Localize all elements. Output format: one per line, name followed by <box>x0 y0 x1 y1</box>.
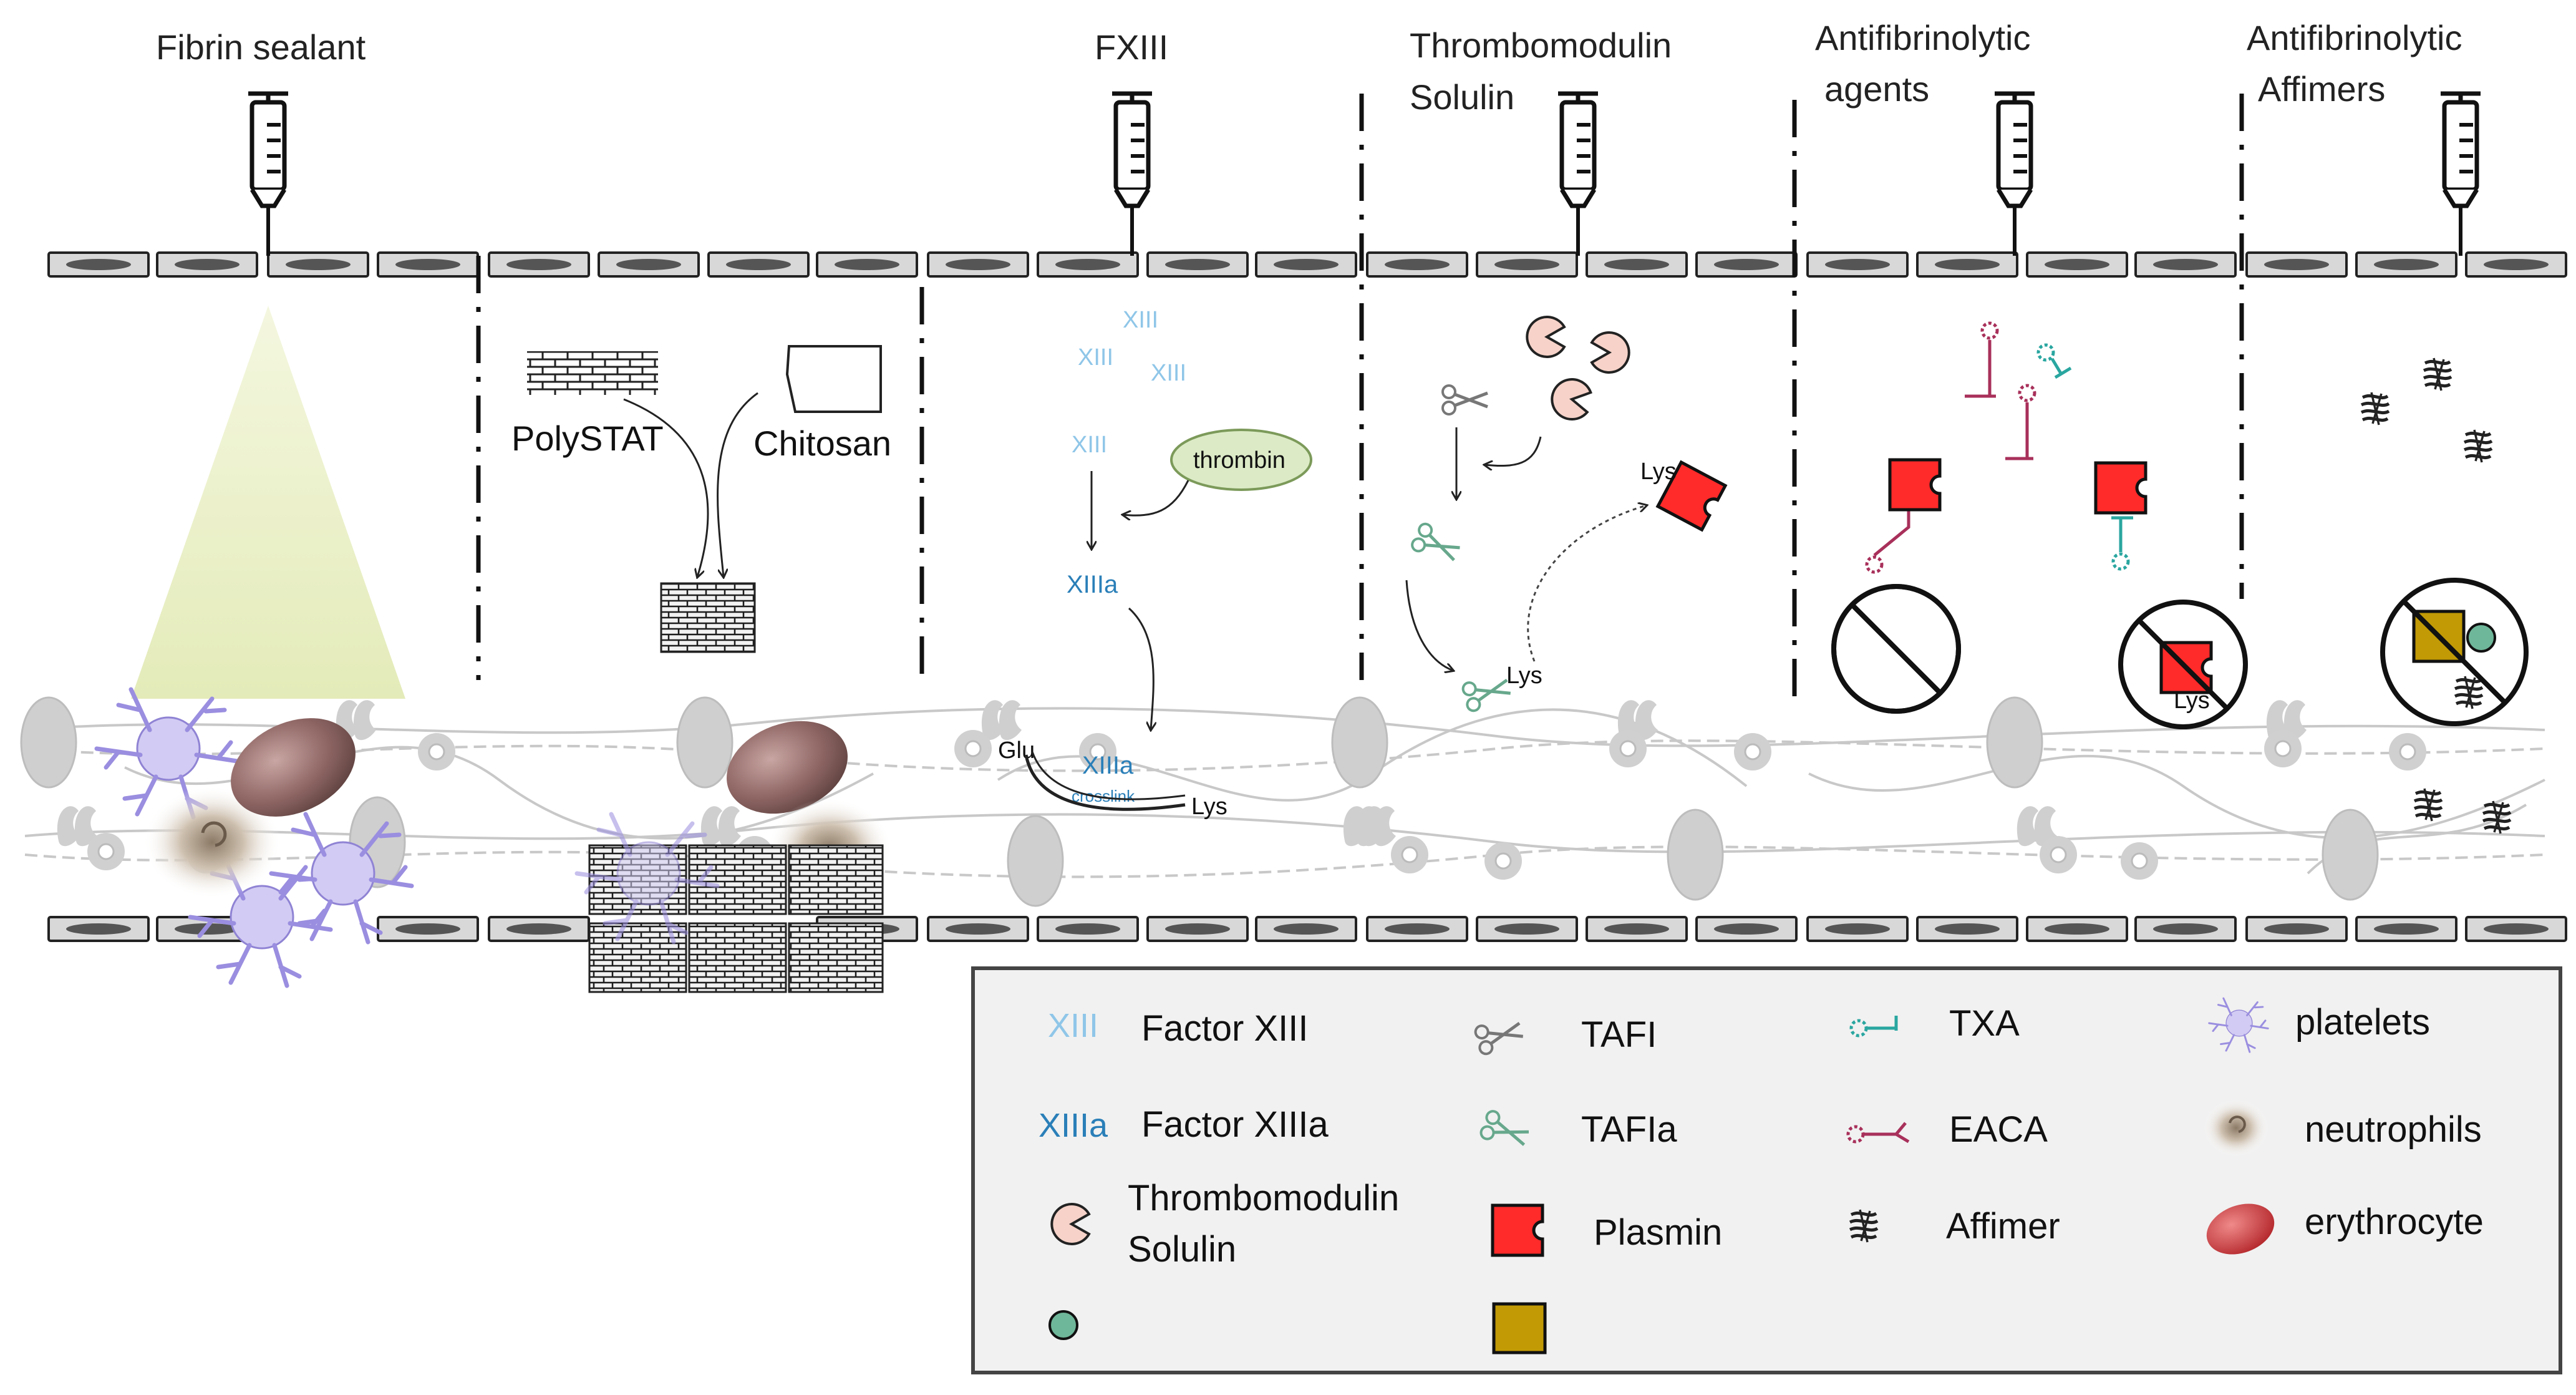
legend-box <box>971 966 2562 1374</box>
bottom-endothelium <box>47 916 2567 942</box>
green-circle-icon <box>1048 1310 1078 1340</box>
top-endothelium <box>47 251 2567 278</box>
legend-label-thrombomodulin: Thrombomodulin <box>1128 1178 1399 1218</box>
polystat-label: PolySTAT <box>511 419 664 458</box>
polystat-icon <box>527 351 658 395</box>
panel-title: Fibrin sealant <box>156 27 366 67</box>
panel-title: Affimers <box>2258 69 2385 109</box>
chitosan-icon <box>785 345 882 413</box>
xiii-label: XIII <box>1072 432 1107 458</box>
legend-symbol-xiiia: XIIIa <box>1039 1107 1108 1144</box>
gold-square-icon <box>1492 1302 1547 1354</box>
syringe-icon <box>2441 94 2481 256</box>
xiii-label: XIII <box>1078 344 1113 371</box>
thrombin-label: thrombin <box>1193 447 1286 474</box>
prohibition-icon: Lys <box>2161 643 2211 714</box>
lys-label: Lys <box>1191 794 1227 820</box>
scissors-icon <box>1410 522 1463 567</box>
legend-label-solulin: Solulin <box>1128 1229 1236 1270</box>
panel-title: Thrombomodulin <box>1410 26 1672 65</box>
legend-label-erythrocyte: erythrocyte <box>2305 1202 2484 1242</box>
brick-patch-icon <box>660 582 756 653</box>
plasmin-icon <box>1493 1205 1542 1255</box>
legend-label-platelets: platelets <box>2295 1002 2430 1043</box>
panel-title: Solulin <box>1410 77 1514 117</box>
legend-label-neutrophils: neutrophils <box>2305 1109 2482 1150</box>
syringe-icon <box>1558 94 1598 256</box>
thrombomodulin-icon <box>1526 316 1630 424</box>
erythrocyte-icon <box>231 718 356 817</box>
thrombin-ellipse <box>1170 429 1312 491</box>
prohibition-icon <box>2380 578 2529 726</box>
lys-label: Lys <box>1506 663 1542 689</box>
legend-label-txa: TXA <box>1949 1003 2020 1044</box>
txa-icon <box>1849 1016 1898 1038</box>
lys-label: Lys <box>2174 688 2210 714</box>
chitosan-label: Chitosan <box>753 424 891 463</box>
legend-label-eaca: EACA <box>1949 1109 2048 1150</box>
lys-label: Lys <box>1640 459 1677 485</box>
erythrocyte-icon <box>2206 1203 2275 1255</box>
legend-label-affimer: Affimer <box>1946 1206 2060 1247</box>
legend-label-factor-xiiia: Factor XIIIa <box>1141 1104 1329 1145</box>
crosslink-label: crosslink <box>1072 787 1135 805</box>
xiii-label: XIII <box>1151 360 1186 386</box>
legend-label-tafi: TAFI <box>1581 1014 1657 1055</box>
xiiia-label: XIIIa <box>1082 752 1134 779</box>
scissors-icon <box>1461 673 1512 712</box>
neutrophil-icon <box>143 786 281 898</box>
panel-title: Antifibrinolytic <box>2247 18 2462 57</box>
legend-label-plasmin: Plasmin <box>1594 1212 1722 1253</box>
syringe-icon <box>1112 94 1152 256</box>
panel-title: agents <box>1824 69 1929 109</box>
legend-label-tafia: TAFIa <box>1581 1109 1677 1150</box>
eaca-icon <box>1865 321 2036 574</box>
glu-label: Glu <box>998 737 1035 764</box>
syringe-icon <box>1995 94 2035 256</box>
legend-label-factor-xiii: Factor XIII <box>1141 1008 1309 1049</box>
neutrophil-icon <box>2204 1099 2269 1157</box>
separators <box>476 94 2244 699</box>
plasmin-icon <box>2096 463 2146 513</box>
panel-title: Antifibrinolytic <box>1815 18 2030 57</box>
scissors-icon <box>1443 386 1488 414</box>
xiiia-label: XIIIa <box>1067 571 1118 598</box>
erythrocyte-icon <box>727 721 848 814</box>
brick-patch-icon <box>588 844 884 993</box>
prohibition-icon: Lys <box>1834 586 1959 711</box>
panel-title: FXIII <box>1095 27 1168 67</box>
syringe-icon <box>248 94 288 256</box>
plasmin-icon <box>1890 460 1940 510</box>
xiii-label: XIII <box>1123 307 1158 333</box>
light-cone <box>131 306 405 699</box>
txa-icon <box>2036 343 2133 571</box>
legend-symbol-xiii: XIII <box>1048 1007 1098 1044</box>
eaca-icon <box>1846 1122 1910 1144</box>
